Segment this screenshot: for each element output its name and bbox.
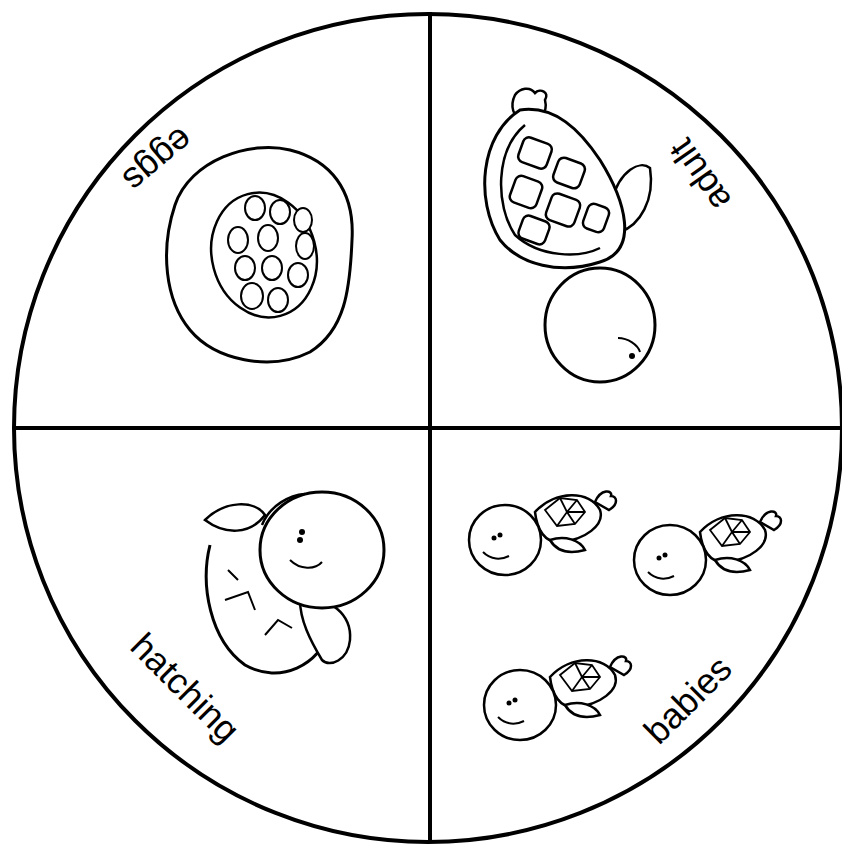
hatching-turtle-part (290, 560, 322, 568)
adult-turtle-part (485, 109, 625, 267)
egg-nest-part-part (245, 196, 265, 220)
adult-turtle (485, 89, 655, 382)
egg-nest (167, 147, 353, 361)
adult-turtle-part-part (517, 214, 552, 246)
egg-nest-part-part (241, 283, 263, 309)
egg-nest-part-part (235, 256, 255, 280)
egg-nest-part-part (262, 256, 282, 280)
hatching-turtle-part (205, 504, 265, 530)
egg-nest-part-part (294, 208, 312, 232)
stage-label: babies (638, 650, 738, 750)
egg-nest-part (228, 196, 314, 312)
adult-turtle-part (629, 353, 635, 359)
adult-turtle-part (501, 125, 600, 254)
adult-turtle-part-part (551, 156, 586, 190)
adult-turtle-part (545, 268, 655, 382)
egg-nest-part-part (288, 263, 308, 287)
hatching-turtle (205, 492, 384, 673)
egg-nest-part-part (296, 233, 314, 259)
egg-nest-part (197, 181, 330, 330)
wheel-outline-part (14, 426, 840, 430)
egg-nest-part-part (228, 227, 248, 253)
baby-turtle (469, 491, 616, 575)
egg-nest-part-part (258, 225, 278, 251)
stage-label: adult (663, 133, 737, 218)
hatching-turtle-part (299, 529, 305, 535)
adult-turtle-part-part (508, 174, 544, 210)
hatching-turtle-part (262, 494, 305, 525)
egg-nest-part (167, 147, 353, 361)
egg-nest-part-part (268, 288, 288, 312)
hatching-turtle-part (297, 537, 303, 543)
adult-turtle-part-part (516, 136, 553, 171)
adult-turtle-part (508, 136, 611, 246)
adult-turtle-part (618, 338, 640, 352)
adult-turtle-part-part (581, 202, 611, 234)
baby-turtle (634, 511, 781, 595)
hatching-turtle-part (260, 492, 384, 608)
wheel-outline (14, 12, 842, 842)
baby-turtle (484, 656, 631, 740)
adult-turtle-part-part (544, 192, 582, 229)
egg-nest-part-part (270, 200, 290, 224)
